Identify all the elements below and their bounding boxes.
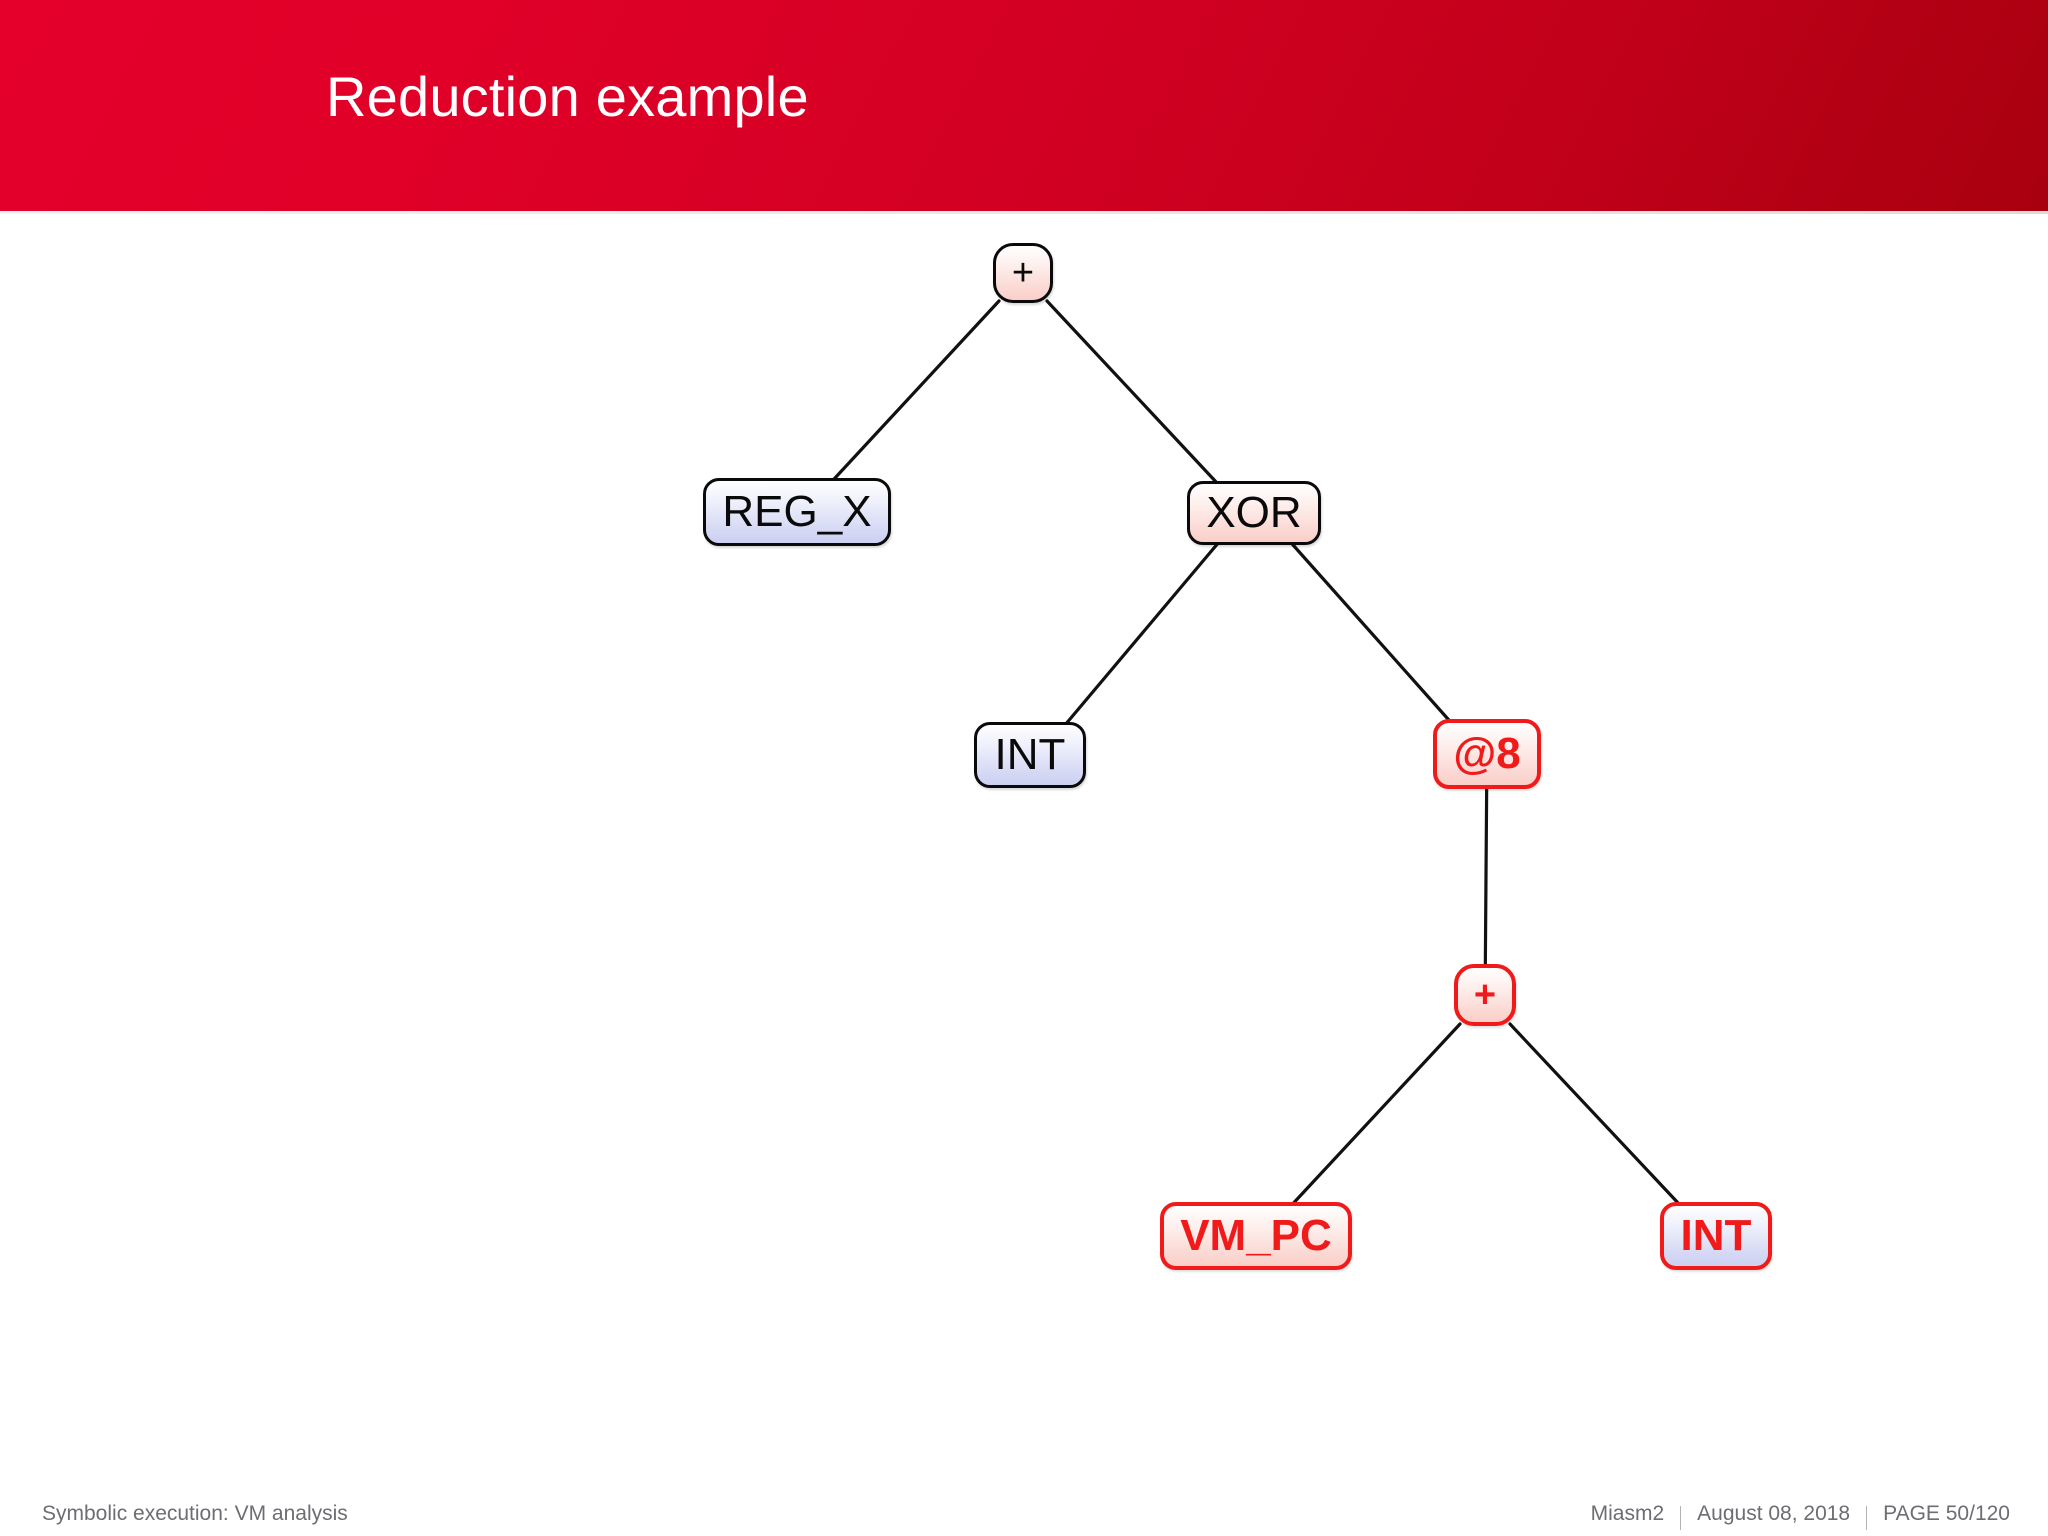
tree-node-label: + xyxy=(1011,251,1035,294)
header-divider xyxy=(0,211,2048,214)
tree-node-label: REG_X xyxy=(722,487,872,536)
footer-date: August 08, 2018 xyxy=(1697,1502,1851,1525)
tree-node-vm_pc[interactable]: VM_PC xyxy=(1160,1202,1352,1270)
tree-edge-root_plus-to-xor xyxy=(1045,299,1219,485)
tree-node-reg_x[interactable]: REG_X xyxy=(703,478,891,546)
footer-project: Miasm2 xyxy=(1590,1502,1665,1525)
tree-node-at8[interactable]: @8 xyxy=(1433,719,1541,789)
footer-separator-2 xyxy=(1866,1506,1868,1530)
tree-node-xor[interactable]: XOR xyxy=(1187,481,1321,545)
tree-edge-inner_plus-to-vm_pc xyxy=(1291,1022,1462,1206)
tree-node-label: XOR xyxy=(1206,488,1302,537)
page-title: Reduction example xyxy=(326,65,809,128)
footer-meta: Miasm2 August 08, 2018 PAGE 50/120 xyxy=(1590,1502,2010,1530)
diagram-canvas: + REG_X XOR INT @8 + VM_PC INT xyxy=(0,213,2048,1493)
tree-node-label: @8 xyxy=(1453,729,1521,778)
tree-edge-root_plus-to-reg_x xyxy=(831,299,1001,482)
tree-node-label: + xyxy=(1473,973,1497,1016)
footer-subject: Symbolic execution: VM analysis xyxy=(42,1502,348,1525)
tree-node-label: INT xyxy=(1680,1211,1752,1260)
tree-edge-inner_plus-to-int_right xyxy=(1508,1022,1681,1206)
tree-node-int_mid[interactable]: INT xyxy=(974,722,1086,788)
tree-node-root_plus[interactable]: + xyxy=(993,243,1053,303)
tree-node-int_right[interactable]: INT xyxy=(1660,1202,1772,1270)
tree-edge-xor-to-int_mid xyxy=(1064,541,1220,726)
tree-edges xyxy=(831,299,1681,1206)
slide-header-banner: Reduction example xyxy=(0,0,2048,211)
tree-node-label: VM_PC xyxy=(1180,1211,1332,1260)
tree-node-inner_plus[interactable]: + xyxy=(1454,964,1516,1026)
tree-node-label: INT xyxy=(994,730,1066,779)
tree-edge-xor-to-at8 xyxy=(1289,541,1452,723)
footer-page-number: PAGE 50/120 xyxy=(1883,1502,2010,1525)
tree-edge-at8-to-inner_plus xyxy=(1483,785,1489,968)
footer-separator-1 xyxy=(1680,1506,1682,1530)
slide-footer: Symbolic execution: VM analysis Miasm2 A… xyxy=(0,1493,2048,1536)
